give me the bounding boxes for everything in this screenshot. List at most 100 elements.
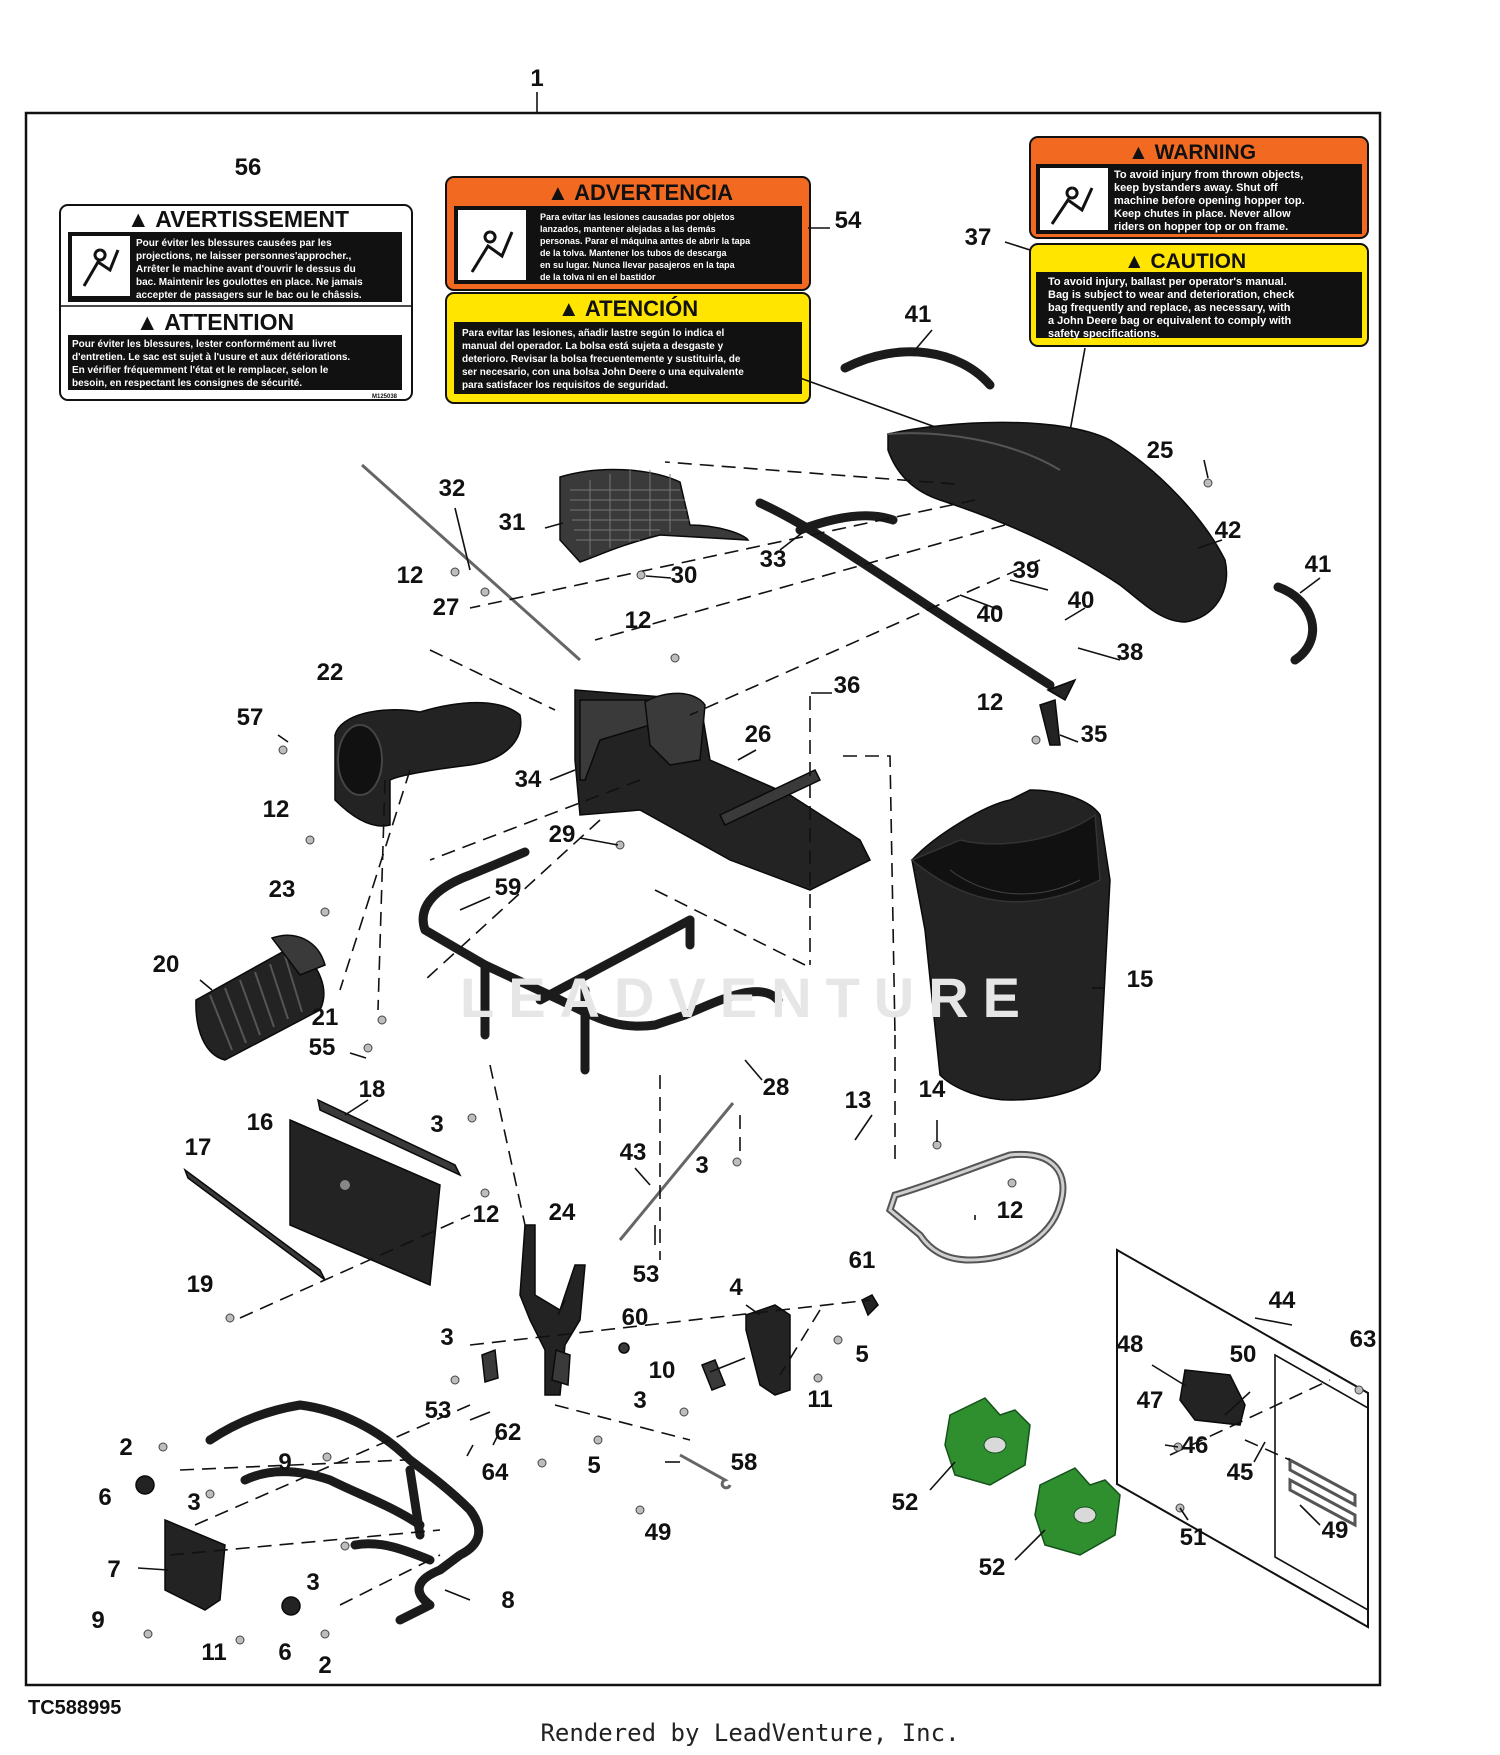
callout-label: 11 — [201, 1639, 226, 1666]
callout-label: 2 — [318, 1652, 331, 1679]
hazard-pictogram-icon — [72, 236, 130, 296]
thrown-object-icon — [1050, 186, 1094, 225]
hopper-top-edge — [887, 432, 1061, 471]
bolt — [1031, 735, 1041, 745]
callout-label: 3 — [633, 1387, 646, 1414]
decal-spanish-warning-title: ▲ ADVERTENCIA — [547, 180, 733, 205]
leader-line — [1254, 1317, 1293, 1326]
kit-detail-inset — [1274, 1353, 1369, 1612]
callout-label: 3 — [187, 1489, 200, 1516]
decal-text-line: deterioro. Revisar la bolsa frecuentemen… — [462, 354, 741, 365]
callout-label: 57 — [237, 704, 264, 731]
seal-strip — [840, 347, 995, 390]
callout-label: 11 — [807, 1386, 832, 1413]
leader-line — [744, 1059, 763, 1081]
seal-strip — [1273, 582, 1317, 665]
decal-text-line: Bag is subject to wear and deterioration… — [1048, 289, 1295, 301]
callout-label: 27 — [433, 594, 460, 621]
bag-opening — [910, 813, 1101, 903]
callout-label: 28 — [763, 1074, 790, 1101]
deere-logo-icon — [983, 1436, 1007, 1454]
callout-label: 42 — [1215, 517, 1242, 544]
callout-label: 43 — [620, 1139, 647, 1166]
figure-code: TC588995 — [28, 1697, 122, 1719]
bolt — [932, 1140, 942, 1150]
bolt — [670, 653, 680, 663]
decal-text-line: Para evitar las lesiones, añadir lastre … — [462, 328, 725, 339]
assembly-guide-line — [429, 649, 556, 711]
bolt — [1203, 478, 1213, 488]
callout-label: 61 — [849, 1247, 876, 1274]
leader-line — [1151, 1364, 1187, 1387]
decal-text-line: de la tolva ni en el bastidor — [540, 272, 656, 282]
bolt — [278, 745, 288, 755]
callout-label: 16 — [247, 1109, 274, 1136]
bolt — [813, 1373, 823, 1383]
leader-line — [1077, 647, 1121, 661]
callout-label: 33 — [760, 546, 787, 573]
assembly-guide-line — [469, 1299, 871, 1346]
callout-label: 19 — [187, 1271, 214, 1298]
callout-label: 18 — [359, 1076, 386, 1103]
bolt — [158, 1442, 168, 1452]
assembly-frame — [24, 111, 1382, 1687]
bolt — [833, 1335, 843, 1345]
callout-label: 14 — [919, 1076, 946, 1103]
callout-label: 13 — [845, 1087, 872, 1114]
callout-label: 36 — [834, 672, 861, 699]
decal-text-line: lanzados, mantener alejadas a las demás — [540, 224, 716, 234]
hitch-plate — [164, 1518, 226, 1611]
bolt — [320, 1629, 330, 1639]
callout-label: 64 — [482, 1459, 509, 1486]
decal-code: M125038 — [372, 394, 398, 400]
leader-line — [1164, 1444, 1179, 1448]
assembly-guide-line — [194, 1404, 471, 1526]
decal-text-line: keep bystanders away. Shut off — [1114, 182, 1278, 194]
lift-rod — [755, 498, 1055, 690]
callout-label: 3 — [306, 1569, 319, 1596]
weight-bracket — [1179, 1369, 1246, 1426]
assembly-guide-line — [169, 1529, 441, 1556]
callout-label: 59 — [495, 874, 522, 901]
decal-text-line: en su lugar. Nunca llevar pasajeros en l… — [540, 260, 736, 270]
decal-text-line: d'entretien. Le sac est sujet à l'usure … — [72, 352, 350, 363]
callout-label: 41 — [1305, 551, 1332, 578]
callout-label: 12 — [997, 1197, 1024, 1224]
assembly-guide-line — [339, 769, 411, 991]
decal-text-line: a John Deere bag or equivalent to comply… — [1048, 315, 1292, 327]
bolt — [143, 1629, 153, 1639]
discharge-chute — [334, 701, 522, 827]
bolt — [340, 1541, 350, 1551]
bag-liner — [949, 869, 1081, 895]
callout-label: 1 — [530, 65, 543, 92]
leader-line — [466, 1444, 474, 1457]
assembly-guides — [169, 461, 1331, 1606]
decal-text-line: personas. Parar el máquina antes de abri… — [540, 236, 751, 246]
bolt — [467, 1113, 477, 1123]
decal-spanish-caution-title: ▲ ATENCIÓN — [558, 296, 698, 321]
leader-line — [1299, 577, 1321, 594]
decal-text-line: Pour éviter les blessures causées par le… — [136, 238, 332, 249]
decal-english: ▲ WARNING To avoid injury from thrown ob… — [1029, 136, 1369, 347]
leader-line — [1197, 539, 1223, 549]
bolt — [235, 1635, 245, 1645]
bumper-upright — [405, 1465, 425, 1540]
retainer-wire — [1288, 1457, 1357, 1508]
callout-label: 4 — [729, 1274, 743, 1301]
leader-line — [709, 1357, 746, 1373]
decal-french-caution-title: ▲ ATTENTION — [136, 309, 294, 335]
leader-line — [1203, 459, 1209, 479]
decal-text-line: accepter de passagers sur le bac ou le c… — [136, 290, 362, 301]
callout-label: 12 — [473, 1201, 500, 1228]
chute-opening — [337, 724, 383, 796]
leader-line — [1179, 1507, 1189, 1521]
decal-text-line: safety specifications. — [1048, 328, 1159, 340]
callout-label: 62 — [495, 1419, 522, 1446]
leader-line — [1004, 241, 1031, 251]
retaining-wire — [360, 463, 582, 662]
bracket — [1039, 698, 1061, 746]
bolt — [1354, 1385, 1364, 1395]
assembly-guide-line — [1169, 1379, 1331, 1456]
bolt — [320, 907, 330, 917]
